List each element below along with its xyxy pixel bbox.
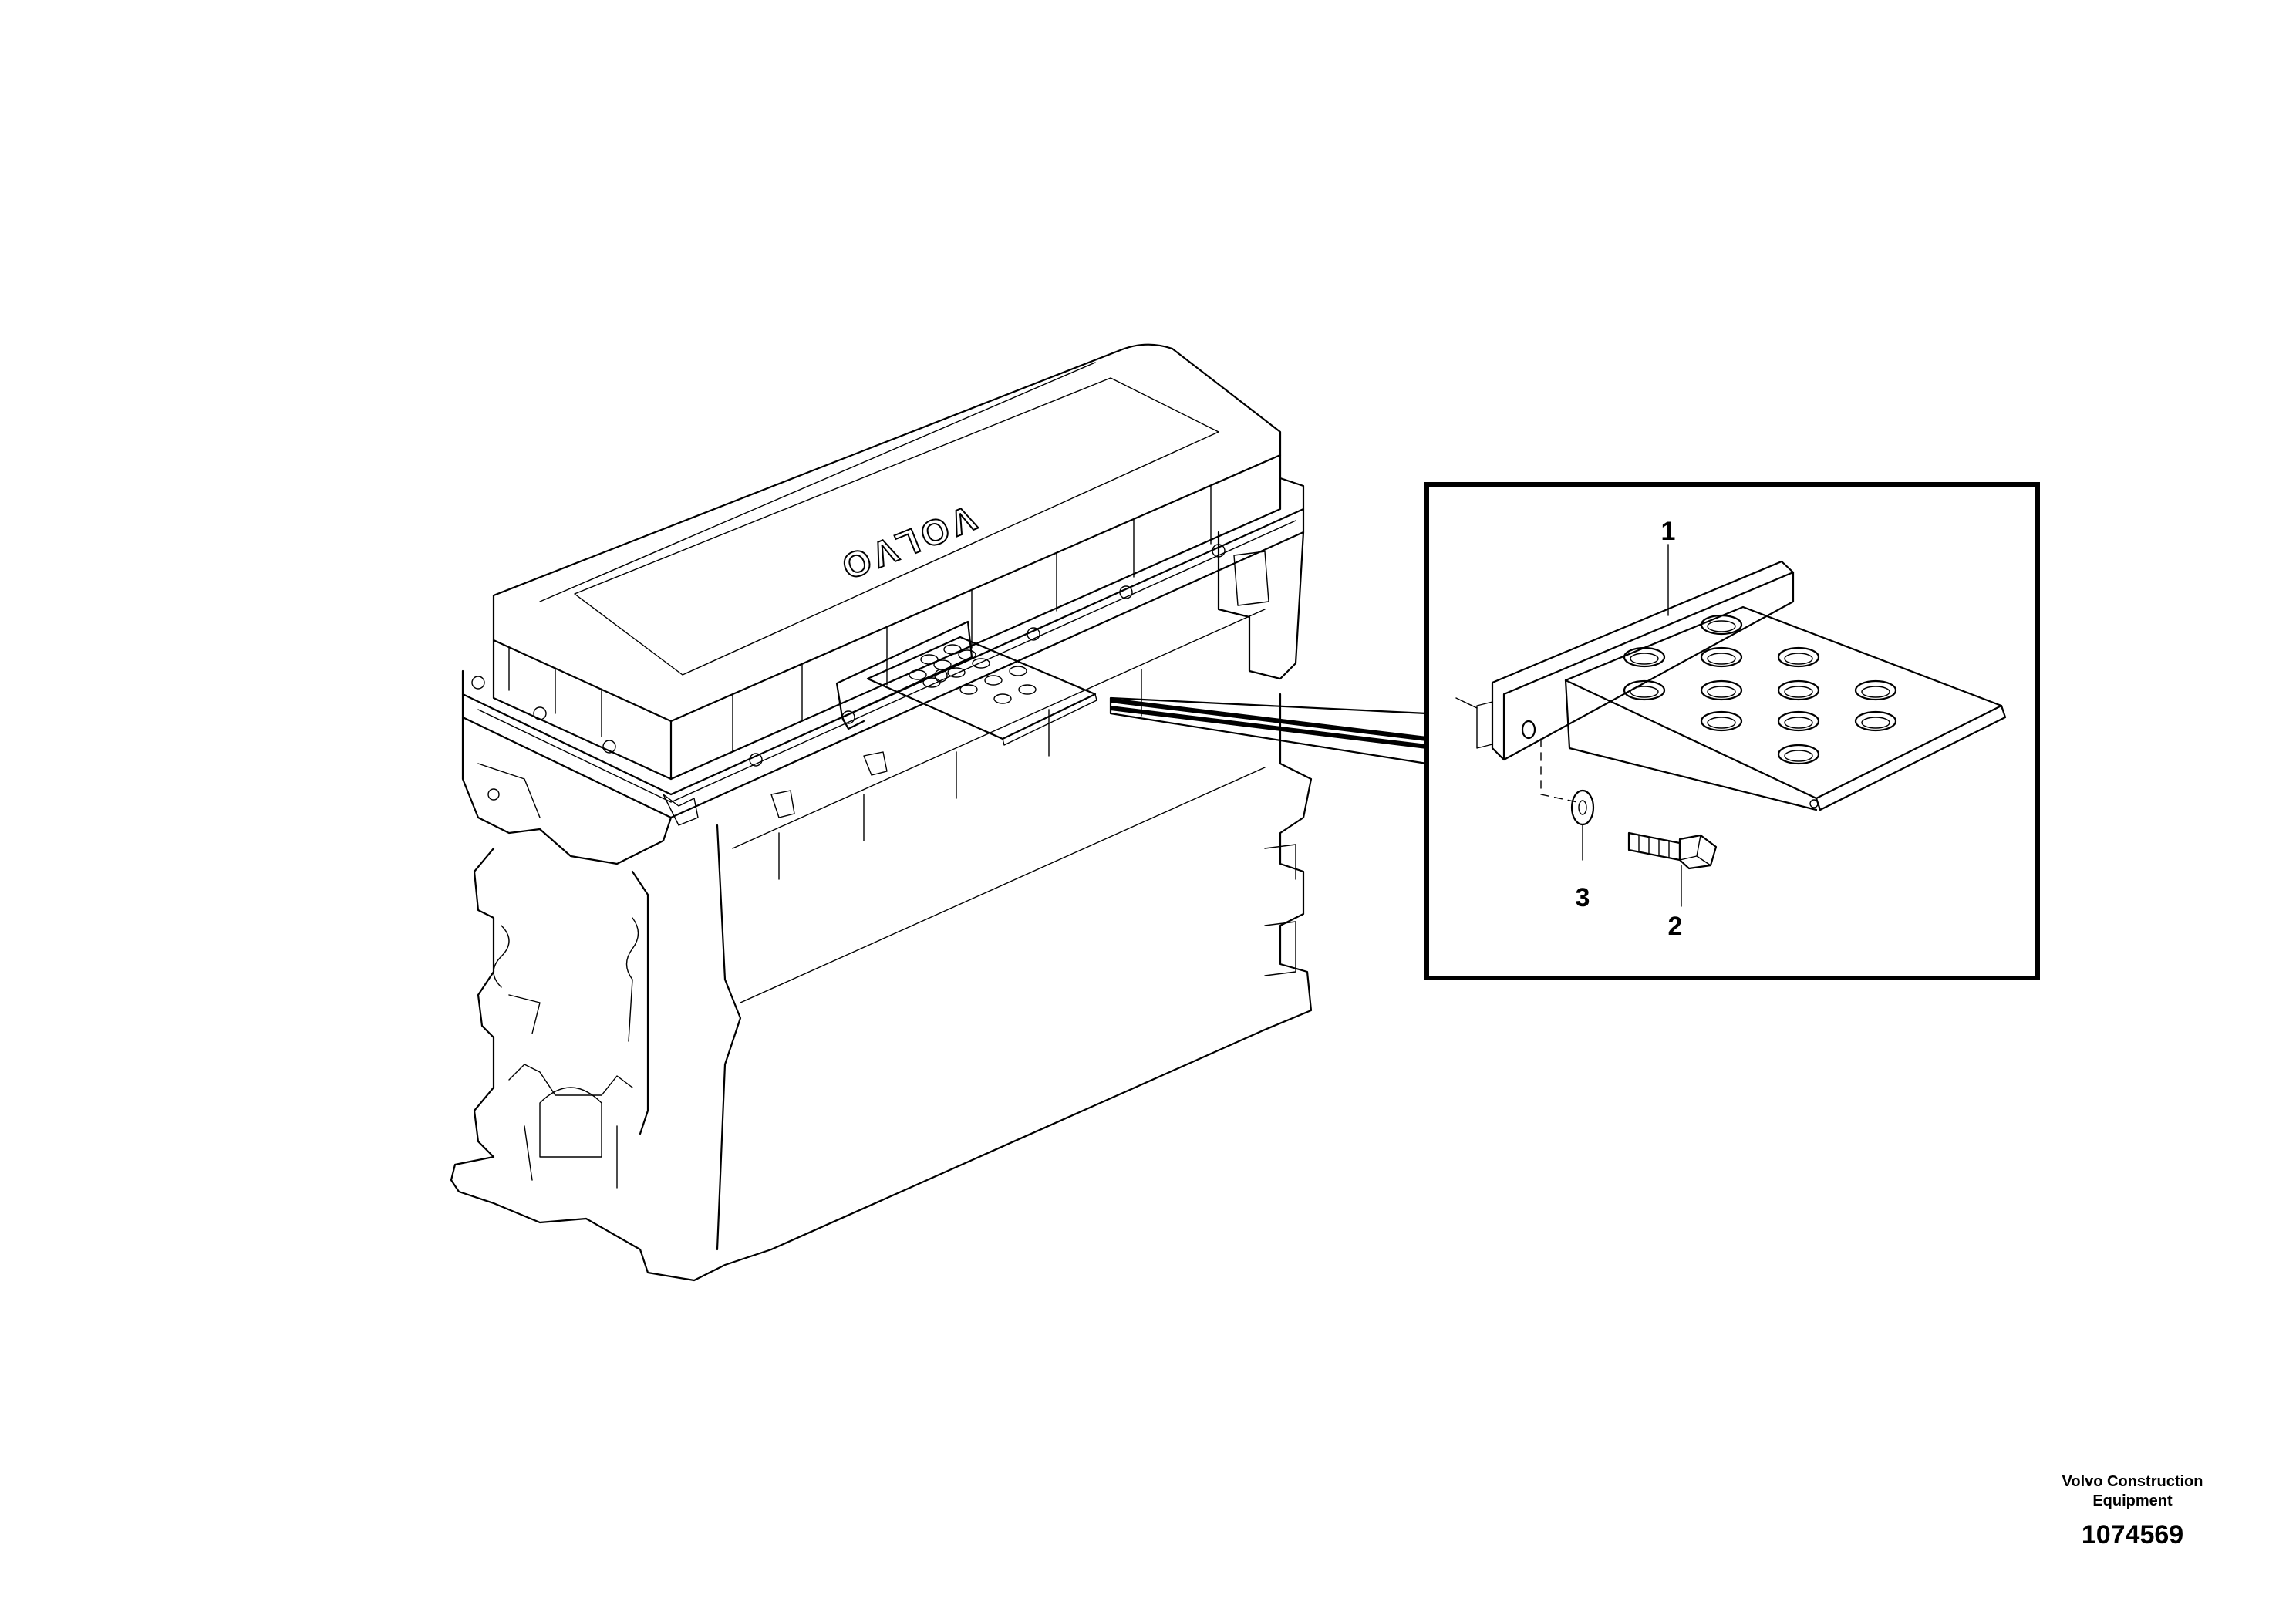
callout-3: 3 [1576,883,1590,912]
detail-frame [1424,482,2040,980]
callout-1: 1 [1661,517,1676,546]
assembly-centerline [1540,738,1578,803]
brand-line-1: Volvo Construction [2062,1473,2203,1490]
step-plate-on-engine [835,620,1097,746]
detail-leader [1110,698,1428,749]
step-plate-detail [1455,560,2007,811]
document-number: 1074569 [2082,1520,2183,1549]
small-step-holes [909,644,1037,704]
brand-line-2: Equipment [2092,1492,2173,1509]
callout-2: 2 [1668,912,1683,941]
detail-step-holes [1623,614,1897,765]
washer [1570,789,1595,826]
engine-illustration: VOLVO [450,343,1313,1282]
footer: Volvo Construction Equipment 1074569 [2062,1473,2203,1549]
bolt [1627,831,1718,870]
engine-logo-text: VOLVO [832,498,981,589]
